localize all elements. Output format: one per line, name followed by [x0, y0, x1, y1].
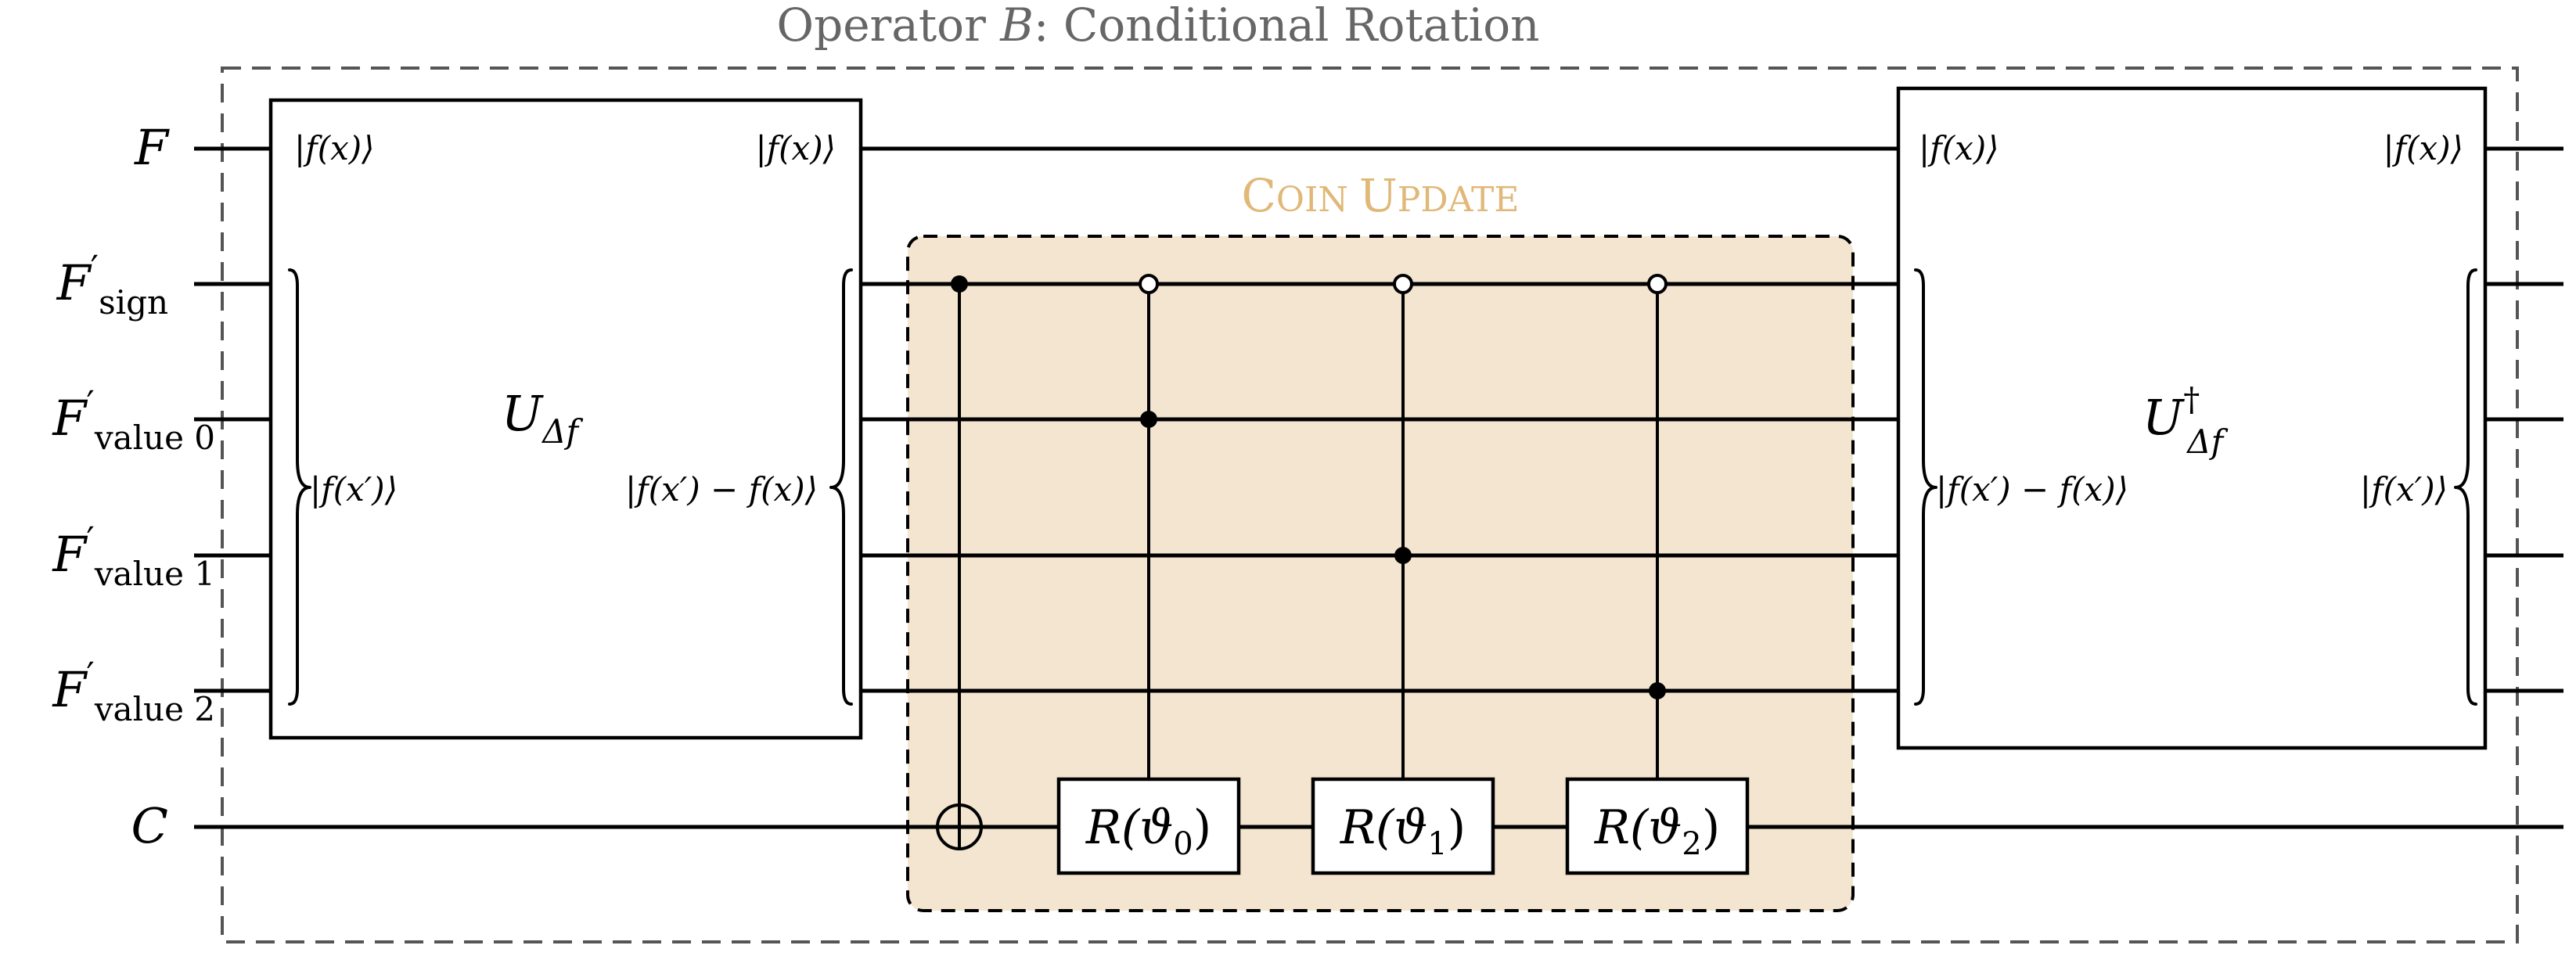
coin-update-label: COIN UPDATE [1242, 169, 1520, 222]
rotation-0-filled-control [1140, 411, 1157, 428]
wire-label-f: F [134, 119, 170, 176]
controlled-rotation-2: R(ϑ2) [1565, 274, 1750, 875]
gate-u-delta-f: UΔf |f(x)⟩ |f(x)⟩ |f(x′)⟩ |f(x′) − f(x)⟩ [268, 98, 863, 740]
gate-u-dagger-out-top-ket: |f(x)⟩ [2383, 129, 2463, 167]
wire-label-fvalue2: F′value 2 [52, 654, 215, 728]
rotation-2-open-control [1647, 274, 1668, 294]
gate-u-box [268, 98, 863, 740]
rotation-2-box [1565, 777, 1750, 875]
operator-b-frame [221, 66, 2519, 943]
gate-u-input-brace [288, 268, 311, 706]
rotation-0-open-control [1139, 274, 1159, 294]
rotation-2-label: R(ϑ2) [1594, 800, 1720, 862]
wire-label-fvalue1: F′value 1 [52, 519, 215, 593]
diagram-title: Operator B: Conditional Rotation [777, 0, 1540, 52]
wire-labels: F F′sign F′value 0 F′value 1 F′value 2 C [52, 119, 215, 854]
gate-u-out-top-ket: |f(x)⟩ [755, 129, 836, 167]
gate-u-in-group-ket: |f(x′)⟩ [310, 470, 398, 509]
gate-u-dagger-box [1896, 86, 2488, 750]
rotation-1-filled-control [1394, 547, 1412, 564]
wire-label-fsign: F′sign [56, 247, 168, 322]
gate-u-dagger-in-top-ket: |f(x)⟩ [1919, 129, 1999, 167]
rotation-1-label: R(ϑ1) [1340, 800, 1466, 862]
coin-update-region [906, 235, 1855, 912]
gate-u-dagger-output-brace [2454, 268, 2477, 706]
rotation-0-box [1056, 777, 1241, 875]
gate-u-dagger-symbol: U†Δf [2142, 380, 2229, 461]
gate-u-dagger-out-group-ket: |f(x′)⟩ [2360, 470, 2448, 509]
gate-u-output-brace [829, 268, 853, 706]
cnot-control-dot [951, 275, 968, 293]
cnot-gate [936, 275, 983, 850]
controlled-rotation-1: R(ϑ1) [1311, 274, 1495, 875]
gate-u-in-top-ket: |f(x)⟩ [294, 129, 375, 167]
gate-u-dagger-delta-f: U†Δf |f(x)⟩ |f(x)⟩ |f(x′) − f(x)⟩ |f(x′)… [1896, 86, 2488, 750]
gate-u-dagger-in-group-ket: |f(x′) − f(x)⟩ [1936, 470, 2128, 509]
controlled-rotation-0: R(ϑ0) [1056, 274, 1241, 875]
gate-u-out-group-ket: |f(x′) − f(x)⟩ [625, 470, 818, 509]
rotation-1-box [1311, 777, 1495, 875]
wire-label-fvalue0: F′value 0 [52, 383, 215, 457]
gate-u-dagger-input-brace [1914, 268, 1937, 706]
rotation-2-filled-control [1649, 682, 1666, 699]
gate-u-symbol: UΔf [502, 385, 584, 451]
wires [194, 146, 2563, 829]
rotation-1-open-control [1393, 274, 1413, 294]
rotation-0-label: R(ϑ0) [1085, 800, 1211, 862]
wire-label-c: C [131, 797, 168, 854]
